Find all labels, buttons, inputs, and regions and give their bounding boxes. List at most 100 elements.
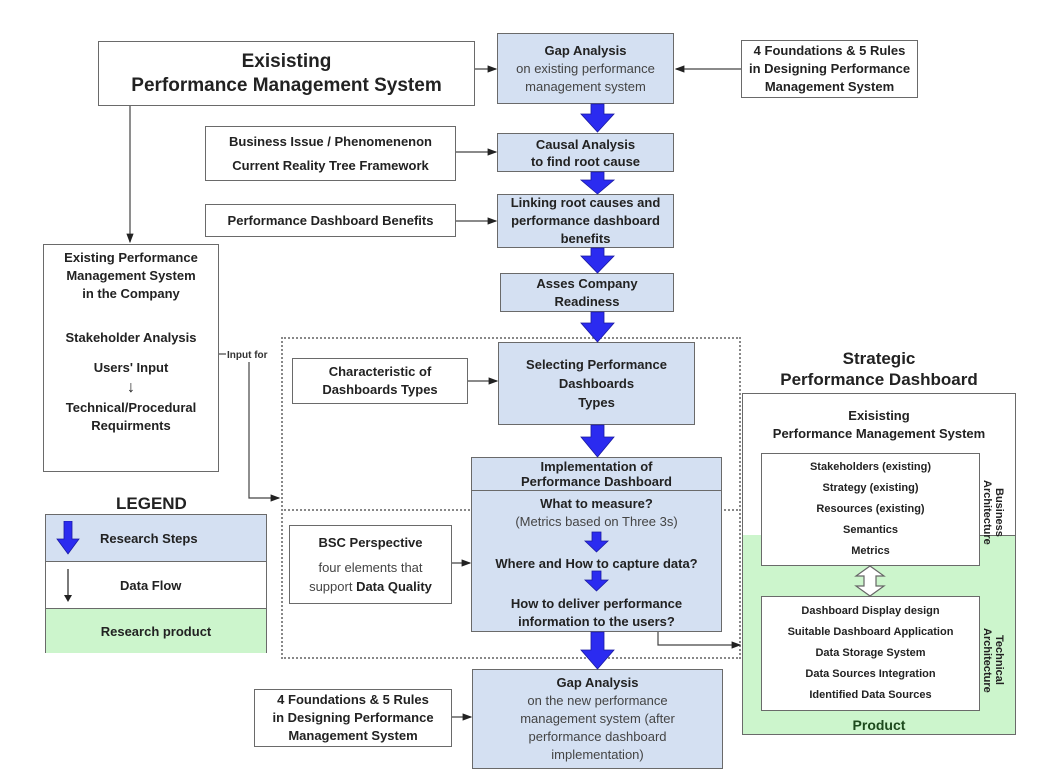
business-item: Semantics [842, 524, 899, 536]
step-arrow-3 [580, 247, 615, 274]
technical-architecture-label: Technical Architecture [981, 625, 1005, 695]
bsc-line1: four elements that [318, 560, 423, 575]
selecting-line3: Types [578, 395, 615, 410]
stakeholder-analysis: Stakeholder Analysis [65, 330, 197, 345]
bsc-line2-prefix: support [309, 579, 357, 594]
gap-analysis-new-line2: management system (after [520, 711, 675, 726]
foundations-line1: 4 Foundations & 5 Rules [753, 43, 906, 58]
strategic-title-line1: Strategic [842, 349, 916, 368]
flow-input-for-down [248, 362, 281, 502]
existing-pms-box: Exisisting Performance Management System [98, 41, 475, 106]
legend-item-research-product: Research product [46, 609, 266, 653]
where-how-capture: Where and How to capture data? [495, 556, 698, 571]
selecting-dashboard-types-box: Selecting Performance Dashboards Types [498, 342, 695, 425]
strategic-existing-line1: Exisisting [848, 408, 910, 423]
bsc-perspective-box: BSC Perspective four elements that suppo… [289, 525, 452, 604]
business-issue-box: Business Issue / Phenomenenon Current Re… [205, 126, 456, 181]
product-label: Product [852, 717, 906, 733]
step-arrow-2 [579, 171, 616, 195]
foundations-bottom-line2: in Designing Performance [272, 710, 434, 725]
architecture-label: Architecture [981, 480, 993, 545]
users-input-arrow-icon: ↓ [127, 379, 135, 396]
legend-item-research-steps: Research Steps [46, 515, 266, 562]
legend-title: LEGEND [116, 494, 187, 513]
foundations-rules-top-box: 4 Foundations & 5 Rules in Designing Per… [741, 40, 918, 98]
foundations-line2: in Designing Performance [748, 61, 911, 76]
gap-analysis-new-line4: implementation) [551, 747, 644, 762]
business-label: Business [993, 488, 1005, 537]
strategic-existing-title: Exisisting Performance Management System [742, 407, 1016, 443]
linking-line3: benefits [560, 231, 611, 246]
strategic-title-line2: Performance Dashboard [780, 370, 978, 389]
foundations-rules-bottom-box: 4 Foundations & 5 Rules in Designing Per… [254, 689, 452, 747]
assess-line2: Readiness [554, 293, 620, 309]
technical-architecture-box: Dashboard Display design Suitable Dashbo… [761, 596, 980, 711]
foundations-bottom-line1: 4 Foundations & 5 Rules [277, 692, 429, 707]
what-to-measure: What to measure? [540, 496, 653, 511]
dashboard-benefits-box: Performance Dashboard Benefits [205, 204, 456, 237]
existing-pms-line1: Exisisting [241, 50, 332, 72]
strategic-existing-line2: Performance Management System [772, 426, 986, 441]
characteristic-line1: Characteristic of [328, 364, 432, 379]
bsc-data-quality: Data Quality [356, 579, 432, 594]
existing-pms-line2: Performance Management System [131, 74, 442, 96]
business-item: Metrics [851, 545, 890, 557]
company-pms-box: Existing Performance Management System i… [43, 244, 219, 472]
gap-analysis-line2: management system [525, 78, 646, 94]
technical-requirements-line2: Requirments [91, 418, 171, 433]
technical-item: Dashboard Display design [801, 605, 940, 617]
gap-analysis-existing-box: Gap Analysis on existing performance man… [497, 33, 674, 104]
gap-analysis-new-box: Gap Analysis on the new performance mana… [472, 669, 723, 769]
how-deliver-line2: information to the users? [518, 614, 675, 629]
company-title2: Management System [66, 268, 196, 283]
implementation-region-bottom [281, 337, 741, 659]
technical-label: Technical [993, 635, 1005, 685]
how-deliver-line1: How to deliver performance [510, 596, 683, 611]
technical-item: Data Storage System [815, 647, 926, 659]
linking-box: Linking root causes and performance dash… [497, 194, 674, 248]
gap-analysis-new-line1: on the new performance [527, 693, 668, 708]
characteristic-line2: Dashboards Types [322, 382, 438, 397]
block-arrow-down-icon [56, 521, 80, 555]
company-title1: Existing Performance [64, 250, 198, 265]
linking-line1: Linking root causes and [510, 195, 661, 210]
implementation-title2: Performance Dashboard [521, 474, 672, 489]
technical-requirements-line1: Technical/Procedural [65, 400, 197, 415]
characteristic-box: Characteristic of Dashboards Types [292, 358, 468, 404]
selecting-line2: Dashboards [558, 376, 635, 391]
business-issue-line2: Current Reality Tree Framework [232, 157, 429, 173]
gap-analysis-new-title: Gap Analysis [556, 675, 639, 690]
company-title3: in the Company [82, 286, 180, 301]
gap-analysis-line1: on existing performance [516, 60, 655, 76]
gap-analysis-title: Gap Analysis [544, 42, 627, 58]
architecture-label-2: Architecture [981, 627, 993, 693]
selecting-line1: Selecting Performance [526, 357, 667, 372]
input-for-label: Input for [227, 350, 268, 361]
gap-analysis-new-line3: performance dashboard [528, 729, 667, 744]
assess-readiness-box: Asses Company Readiness [500, 273, 674, 312]
causal-analysis-line2: to find root cause [530, 153, 641, 169]
legend-research-product-label: Research product [100, 623, 212, 639]
strategic-title: Strategic Performance Dashboard [742, 348, 1016, 390]
legend-data-flow-label: Data Flow [120, 577, 182, 593]
foundations-line3: Management System [764, 79, 895, 94]
legend-item-data-flow: Data Flow [46, 562, 266, 609]
dashboard-benefits-label: Performance Dashboard Benefits [227, 213, 434, 228]
metrics-three-3s: (Metrics based on Three 3s) [515, 514, 678, 529]
business-item: Strategy (existing) [822, 482, 919, 494]
users-input: Users' Input [93, 360, 169, 375]
implementation-header: Implementation of Performance Dashboard [472, 458, 721, 491]
implementation-title1: Implementation of [540, 459, 653, 474]
causal-analysis-box: Causal Analysis to find root cause [497, 133, 674, 172]
legend: Research Steps Data Flow Research produc… [45, 514, 267, 653]
foundations-bottom-line3: Management System [288, 728, 418, 743]
business-architecture-label: Business Architecture [981, 470, 1005, 555]
business-technical-divider [980, 535, 1015, 536]
technical-item: Data Sources Integration [805, 668, 936, 680]
thin-arrow-down-icon [64, 569, 72, 602]
business-item: Stakeholders (existing) [809, 461, 932, 473]
linking-line2: performance dashboard [511, 213, 660, 228]
technical-item: Suitable Dashboard Application [787, 626, 954, 638]
causal-analysis-line1: Causal Analysis [535, 136, 636, 152]
technical-item: Identified Data Sources [809, 689, 932, 701]
